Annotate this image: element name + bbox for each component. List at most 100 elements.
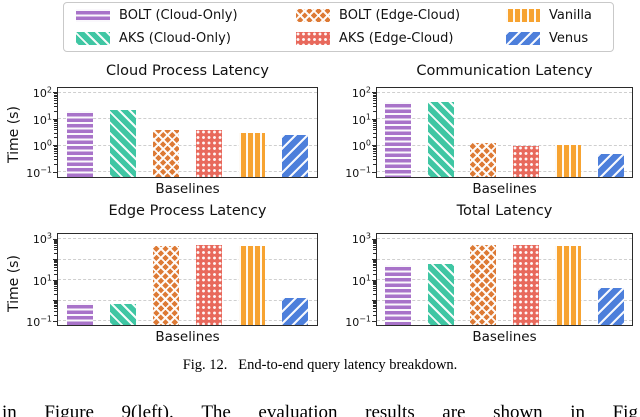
y-axis-minor-tick	[373, 304, 376, 306]
y-axis-minor-tick	[54, 269, 57, 271]
y-axis-minor-tick	[373, 239, 376, 241]
body-text-word: results	[365, 402, 415, 417]
chart-legend: BOLT (Cloud-Only)BOLT (Edge-Cloud)Vanill…	[63, 2, 614, 52]
y-axis-minor-tick	[373, 282, 376, 284]
y-axis-minor-tick	[54, 151, 57, 153]
y-axis-minor-tick	[54, 106, 57, 108]
body-text-word: shown	[493, 402, 543, 417]
y-axis-minor-tick	[54, 149, 57, 151]
bar-venus	[597, 287, 624, 325]
y-axis-minor-tick	[373, 243, 376, 245]
y-axis-tick	[371, 145, 376, 147]
y-axis-minor-tick	[373, 121, 376, 123]
y-axis-minor-tick	[373, 146, 376, 148]
bar-aks-edge-cloud	[512, 145, 539, 177]
legend-label: Venus	[549, 31, 589, 46]
y-axis-minor-tick	[373, 311, 376, 313]
legend-label: Vanilla	[549, 8, 592, 23]
legend-label: AKS (Cloud-Only)	[119, 31, 231, 46]
y-axis-minor-tick	[373, 159, 376, 161]
y-axis-minor-tick	[373, 137, 376, 139]
y-axis-minor-tick	[54, 244, 57, 246]
chart-title: Cloud Process Latency	[106, 63, 269, 79]
y-axis-minor-tick	[54, 263, 57, 265]
x-axis-label: Baselines	[155, 181, 220, 197]
y-axis-minor-tick	[54, 308, 57, 310]
y-axis-tick	[52, 145, 57, 147]
y-axis-minor-tick	[373, 163, 376, 165]
y-axis-tick	[371, 238, 376, 240]
y-axis-minor-tick	[54, 290, 57, 292]
legend-swatch-icon	[296, 9, 330, 22]
y-axis-minor-tick	[373, 249, 376, 251]
y-tick-label: 101	[351, 272, 371, 288]
y-axis-minor-tick	[373, 280, 376, 282]
y-axis-minor-tick	[54, 240, 57, 242]
y-axis-minor-tick	[373, 241, 376, 243]
y-axis-minor-tick	[54, 155, 57, 157]
y-axis-minor-tick	[54, 260, 57, 262]
bar-vanilla	[239, 133, 266, 177]
legend-item: BOLT (Edge-Cloud)	[296, 7, 506, 25]
y-axis-minor-tick	[54, 159, 57, 161]
y-tick-label: 101	[351, 111, 371, 127]
y-axis-tick	[371, 171, 376, 173]
y-tick-label: 100	[32, 138, 52, 154]
y-axis-minor-tick	[54, 121, 57, 123]
y-axis-minor-tick	[54, 102, 57, 104]
y-axis-minor-tick	[373, 122, 376, 124]
chart-title: Edge Process Latency	[108, 203, 267, 219]
y-axis-minor-tick	[373, 287, 376, 289]
gridline	[58, 299, 317, 301]
body-text-word: are	[442, 402, 466, 417]
bar-aks-cloud-only	[427, 264, 454, 325]
legend-swatch-icon	[76, 32, 110, 45]
y-axis-minor-tick	[373, 308, 376, 310]
y-axis-minor-tick	[54, 304, 57, 306]
y-axis-minor-tick	[373, 149, 376, 151]
y-axis-minor-tick	[373, 100, 376, 102]
y-axis-minor-tick	[54, 129, 57, 131]
gridline	[58, 258, 317, 260]
y-tick-label: 103	[351, 231, 371, 247]
gridline	[377, 238, 632, 240]
y-axis-minor-tick	[54, 124, 57, 126]
y-axis-minor-tick	[373, 96, 376, 98]
bar-bolt-edge-cloud	[152, 130, 179, 177]
gridline	[58, 238, 317, 240]
legend-swatch-icon	[296, 32, 330, 45]
y-tick-label: 102	[32, 85, 52, 101]
y-axis-minor-tick	[373, 124, 376, 126]
bar-bolt-cloud-only	[385, 101, 412, 177]
bar-bolt-edge-cloud	[470, 142, 497, 177]
y-tick-label: 103	[32, 231, 52, 247]
y-tick-label: 101	[32, 111, 52, 127]
y-axis-label: Time (s)	[6, 106, 22, 163]
y-axis-minor-tick	[54, 243, 57, 245]
bar-aks-cloud-only	[427, 102, 454, 177]
figure-caption: Fig. 12. End-to-end query latency breakd…	[182, 357, 458, 373]
y-axis-tick	[52, 92, 57, 94]
y-axis-minor-tick	[54, 132, 57, 134]
gridline	[377, 91, 632, 93]
y-axis-minor-tick	[54, 280, 57, 282]
y-axis-minor-tick	[373, 290, 376, 292]
x-axis-label: Baselines	[155, 329, 220, 345]
y-axis-minor-tick	[373, 261, 376, 263]
y-axis-minor-tick	[54, 285, 57, 287]
y-axis-minor-tick	[373, 285, 376, 287]
y-axis-minor-tick	[373, 132, 376, 134]
bar-bolt-cloud-only	[385, 264, 412, 325]
legend-item: Vanilla	[506, 7, 613, 25]
y-axis-minor-tick	[373, 267, 376, 269]
y-axis-tick	[52, 320, 57, 322]
y-axis-minor-tick	[54, 246, 57, 248]
body-text-word: in	[2, 402, 17, 417]
y-axis-minor-tick	[373, 301, 376, 303]
y-axis-label: Time (s)	[6, 255, 22, 312]
bar-bolt-cloud-only	[66, 303, 93, 325]
